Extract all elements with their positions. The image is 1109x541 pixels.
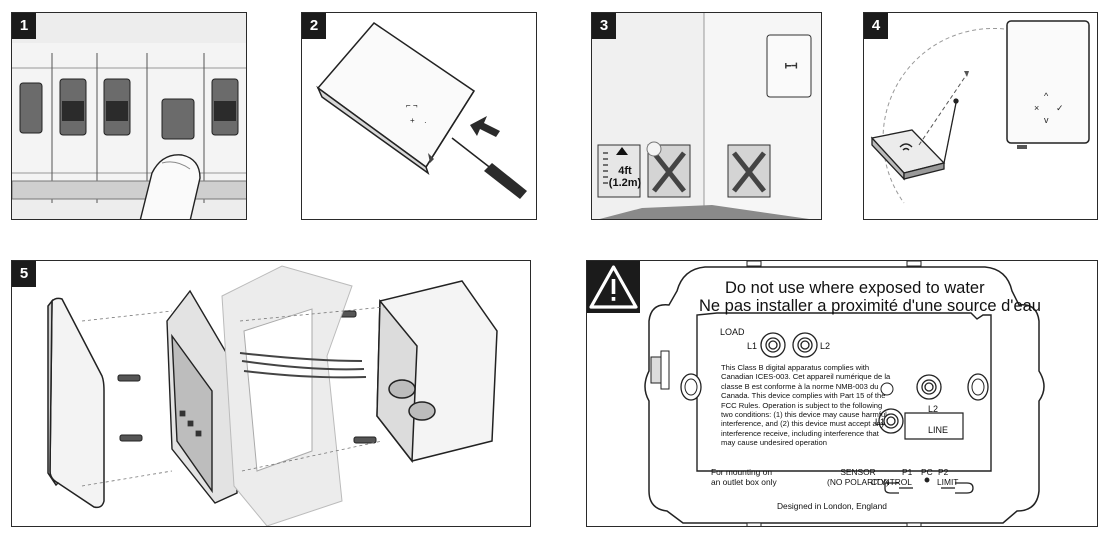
fcc-compliance-text: This Class B digital apparatus complies …: [721, 363, 891, 448]
step-number-badge: 3: [592, 13, 616, 39]
breaker-illustration: [12, 13, 246, 219]
router-icon: [870, 98, 959, 181]
svg-text:^: ^: [1044, 91, 1049, 101]
wifi-icon: [899, 143, 913, 151]
backplate-diagram: [644, 261, 1045, 526]
height-label-ft: 4ft: [618, 165, 632, 177]
svg-text:⌐ ¬: ⌐ ¬: [406, 101, 418, 110]
arrow-icon: [470, 116, 500, 137]
mounting-note-line1: For mounting on: [711, 467, 772, 477]
assembly-illustration: [47, 265, 498, 526]
svg-text:+: +: [410, 116, 415, 125]
load-l1-label: L1: [747, 341, 758, 351]
svg-text:×: ×: [1034, 103, 1039, 113]
sensor-line1: SENSOR: [840, 467, 876, 477]
line-l2-label: L2: [928, 404, 939, 414]
finger-icon: [139, 154, 201, 219]
control-label: CONTROL: [871, 477, 912, 487]
load-terminals: [760, 332, 818, 358]
up-arrow-icon: [616, 147, 628, 155]
no-placement-cross-icon: [652, 151, 766, 193]
svg-text:✓: ✓: [1056, 103, 1064, 113]
warning-french: Ne pas installer a proximité d'une sourc…: [699, 297, 1041, 315]
step-2-panel: 2 ⌐ ¬ + ·: [301, 12, 537, 220]
placement-illustration: ⊢⊣: [592, 13, 821, 219]
terminal-p2-label: P2: [938, 467, 949, 477]
height-label-m: (1.2m): [608, 177, 642, 189]
warning-english: Do not use where exposed to water: [725, 279, 985, 297]
wires: [239, 352, 367, 379]
pairing-illustration: ^ × ✓ v: [870, 20, 1090, 204]
mounting-note-line2: an outlet box only: [711, 477, 777, 487]
svg-text:·: ·: [424, 118, 427, 127]
designed-in-footer: Designed in London, England: [777, 501, 887, 511]
limit-label: LIMIT: [937, 477, 959, 487]
outlet-box: [376, 280, 498, 464]
svg-text:v: v: [1044, 115, 1049, 125]
terminal-wires: [884, 477, 974, 494]
step-1-panel: 1: [11, 12, 247, 220]
height-label: 4ft (1.2m): [606, 165, 644, 189]
warning-triangle-icon: [587, 261, 640, 313]
unscrew-illustration: ⌐ ¬ + ·: [316, 22, 527, 199]
screwdriver-icon: [451, 137, 527, 199]
warning-triangle-svg: [589, 265, 638, 309]
terminal-p1-label: P1: [902, 467, 913, 477]
terminal-pc-label: PC: [921, 467, 933, 477]
step-number-badge: 1: [12, 13, 36, 39]
step-number-badge: 5: [12, 261, 36, 287]
svg-text:⊢⊣: ⊢⊣: [785, 63, 797, 70]
sensor-label: SENSOR (NO POLARITY): [823, 467, 893, 487]
step-number-badge: 2: [302, 13, 326, 39]
line-l1-label: L1: [875, 417, 886, 427]
load-label: LOAD: [720, 327, 745, 337]
line-terminals: [878, 374, 942, 434]
step-number-badge: 4: [864, 13, 888, 39]
load-l2-label: L2: [820, 341, 831, 351]
step-5-panel: 5: [11, 260, 531, 527]
sensor-line2: (NO POLARITY): [827, 477, 889, 487]
step-3-panel: 3 ⊢⊣ 4ft (1.2m): [591, 12, 822, 220]
mounting-note: For mounting on an outlet box only: [711, 467, 777, 487]
step-4-panel: 4 ^ × ✓ v: [863, 12, 1098, 220]
backplate: [166, 289, 238, 504]
line-label: LINE: [928, 425, 949, 435]
step-6-panel: Do not use where exposed to water Ne pas…: [586, 260, 1098, 527]
front-cover: [47, 297, 105, 509]
wall-thermostat: ⊢⊣: [766, 34, 812, 98]
thermostat-device: [1006, 20, 1090, 144]
thermostat-device: [316, 22, 476, 175]
